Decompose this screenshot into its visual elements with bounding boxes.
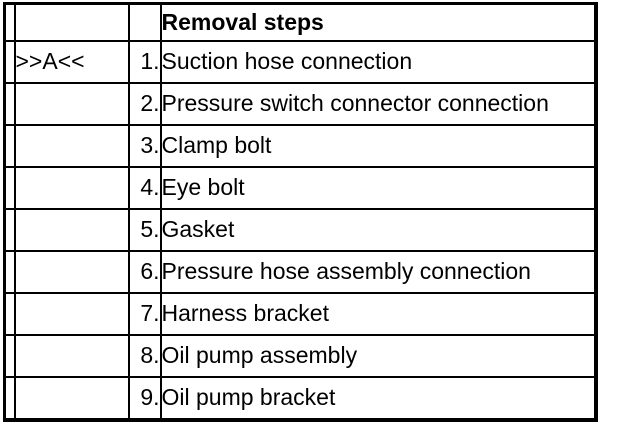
spacer-cell — [3, 82, 16, 126]
spacer-cell — [3, 2, 16, 42]
table-row: 6. Pressure hose assembly connection — [3, 250, 597, 294]
step-number: 1. — [127, 40, 162, 84]
step-description: Oil pump assembly — [159, 334, 597, 378]
step-number: 7. — [127, 292, 162, 336]
step-description: Pressure hose assembly connection — [159, 250, 597, 294]
table-row: 2. Pressure switch connector connection — [3, 82, 597, 126]
step-description: Oil pump bracket — [159, 376, 597, 421]
step-number-header-cell — [127, 2, 162, 42]
table-row: >>A<< 1. Suction hose connection — [3, 40, 597, 84]
spacer-cell — [3, 250, 16, 294]
section-marker — [13, 82, 130, 126]
step-description: Clamp bolt — [159, 124, 597, 168]
step-description: Suction hose connection — [159, 40, 597, 84]
table-row: 3. Clamp bolt — [3, 124, 597, 168]
table-row: 8. Oil pump assembly — [3, 334, 597, 378]
section-marker — [13, 334, 130, 378]
step-number: 2. — [127, 82, 162, 126]
spacer-cell — [3, 40, 16, 84]
marker-header-cell — [13, 2, 130, 42]
table-row: 5. Gasket — [3, 208, 597, 252]
section-marker — [13, 376, 130, 421]
table-title: Removal steps — [159, 2, 597, 42]
section-marker — [13, 292, 130, 336]
step-number: 9. — [127, 376, 162, 421]
section-marker — [13, 250, 130, 294]
step-number: 5. — [127, 208, 162, 252]
spacer-cell — [3, 292, 16, 336]
spacer-cell — [3, 208, 16, 252]
step-number: 8. — [127, 334, 162, 378]
table-row: 4. Eye bolt — [3, 166, 597, 210]
removal-steps-table: Removal steps >>A<< 1. Suction hose conn… — [3, 2, 598, 422]
spacer-cell — [3, 124, 16, 168]
spacer-cell — [3, 376, 16, 421]
step-description: Harness bracket — [159, 292, 597, 336]
table-row: 7. Harness bracket — [3, 292, 597, 336]
step-number: 3. — [127, 124, 162, 168]
step-description: Pressure switch connector connection — [159, 82, 597, 126]
section-marker: >>A<< — [13, 40, 130, 84]
section-marker — [13, 124, 130, 168]
section-marker — [13, 166, 130, 210]
section-marker — [13, 208, 130, 252]
step-number: 4. — [127, 166, 162, 210]
step-description: Eye bolt — [159, 166, 597, 210]
step-description: Gasket — [159, 208, 597, 252]
table-row: 9. Oil pump bracket — [3, 376, 597, 421]
spacer-cell — [3, 334, 16, 378]
spacer-cell — [3, 166, 16, 210]
step-number: 6. — [127, 250, 162, 294]
table-header-row: Removal steps — [3, 2, 597, 42]
